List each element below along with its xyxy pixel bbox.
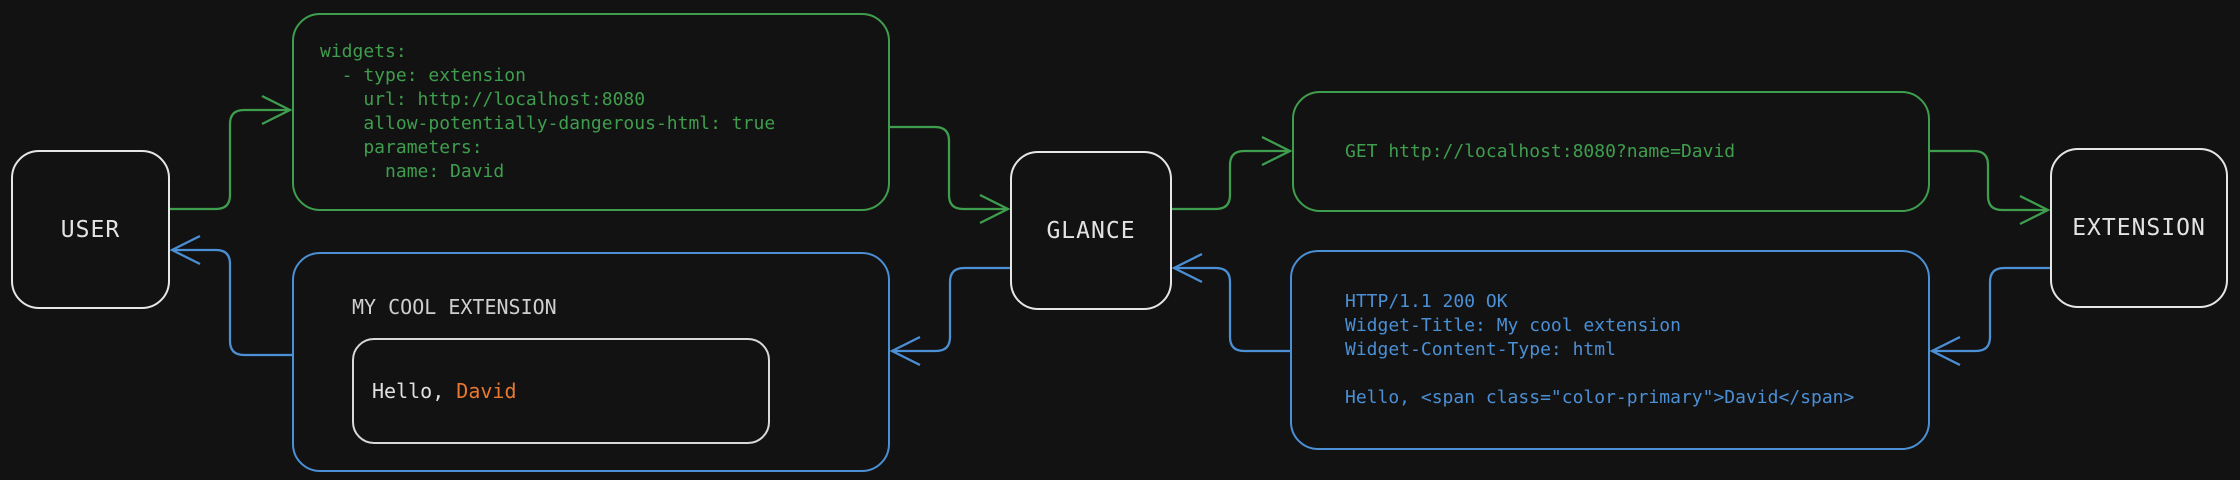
response-line: HTTP/1.1 200 OK [1345,291,1508,312]
arrowhead-right-icon [979,193,1011,225]
config-line: parameters: [320,137,483,158]
widget-preview-title: MY COOL EXTENSION [352,295,557,319]
config-line: widgets: [320,41,407,62]
widget-preview-box: MY COOL EXTENSION Hello, David [292,252,890,472]
config-line: - type: extension [320,65,526,86]
wire-preview-to-user [169,234,292,357]
wire-request-to-extension [1930,149,2051,226]
response-blank-line [1345,362,1928,386]
arrowhead-left-icon [889,335,921,367]
wire-glance-to-preview [889,266,1010,367]
response-line: Widget-Title: My cool extension [1345,315,1681,336]
arrowhead-right-icon [261,94,293,126]
response-line: Hello, <span class="color-primary">David… [1345,387,1855,408]
arrowhead-left-icon [1171,252,1203,284]
arrowhead-right-icon [2019,194,2051,226]
node-user: USER [11,150,170,309]
node-extension-label: EXTENSION [2072,215,2206,241]
request-line: GET http://localhost:8080?name=David [1345,140,1736,162]
rendered-widget: Hello, David [352,338,770,444]
config-line: url: http://localhost:8080 [320,89,646,110]
config-line: name: David [320,161,505,182]
node-user-label: USER [60,216,121,243]
config-line: allow-potentially-dangerous-html: true [320,113,776,134]
node-extension: EXTENSION [2050,148,2228,308]
wire-response-to-glance [1171,252,1290,353]
greeting-name: David [456,379,517,403]
response-line: Widget-Content-Type: html [1345,339,1616,360]
wire-glance-to-request [1172,135,1293,211]
arrowhead-left-icon [1929,335,1961,367]
node-glance-label: GLANCE [1046,217,1136,244]
wire-user-to-config [170,94,293,211]
node-glance: GLANCE [1010,151,1172,310]
config-yaml-box: widgets: - type: extension url: http://l… [292,13,890,211]
arrowhead-left-icon [169,234,201,266]
wire-extension-to-response [1929,266,2050,367]
wire-config-to-glance [890,125,1011,225]
greeting-prefix: Hello, [372,379,457,403]
http-response-box: HTTP/1.1 200 OK Widget-Title: My cool ex… [1290,250,1930,450]
http-request-box: GET http://localhost:8080?name=David [1292,91,1930,212]
arrowhead-right-icon [1261,135,1293,167]
